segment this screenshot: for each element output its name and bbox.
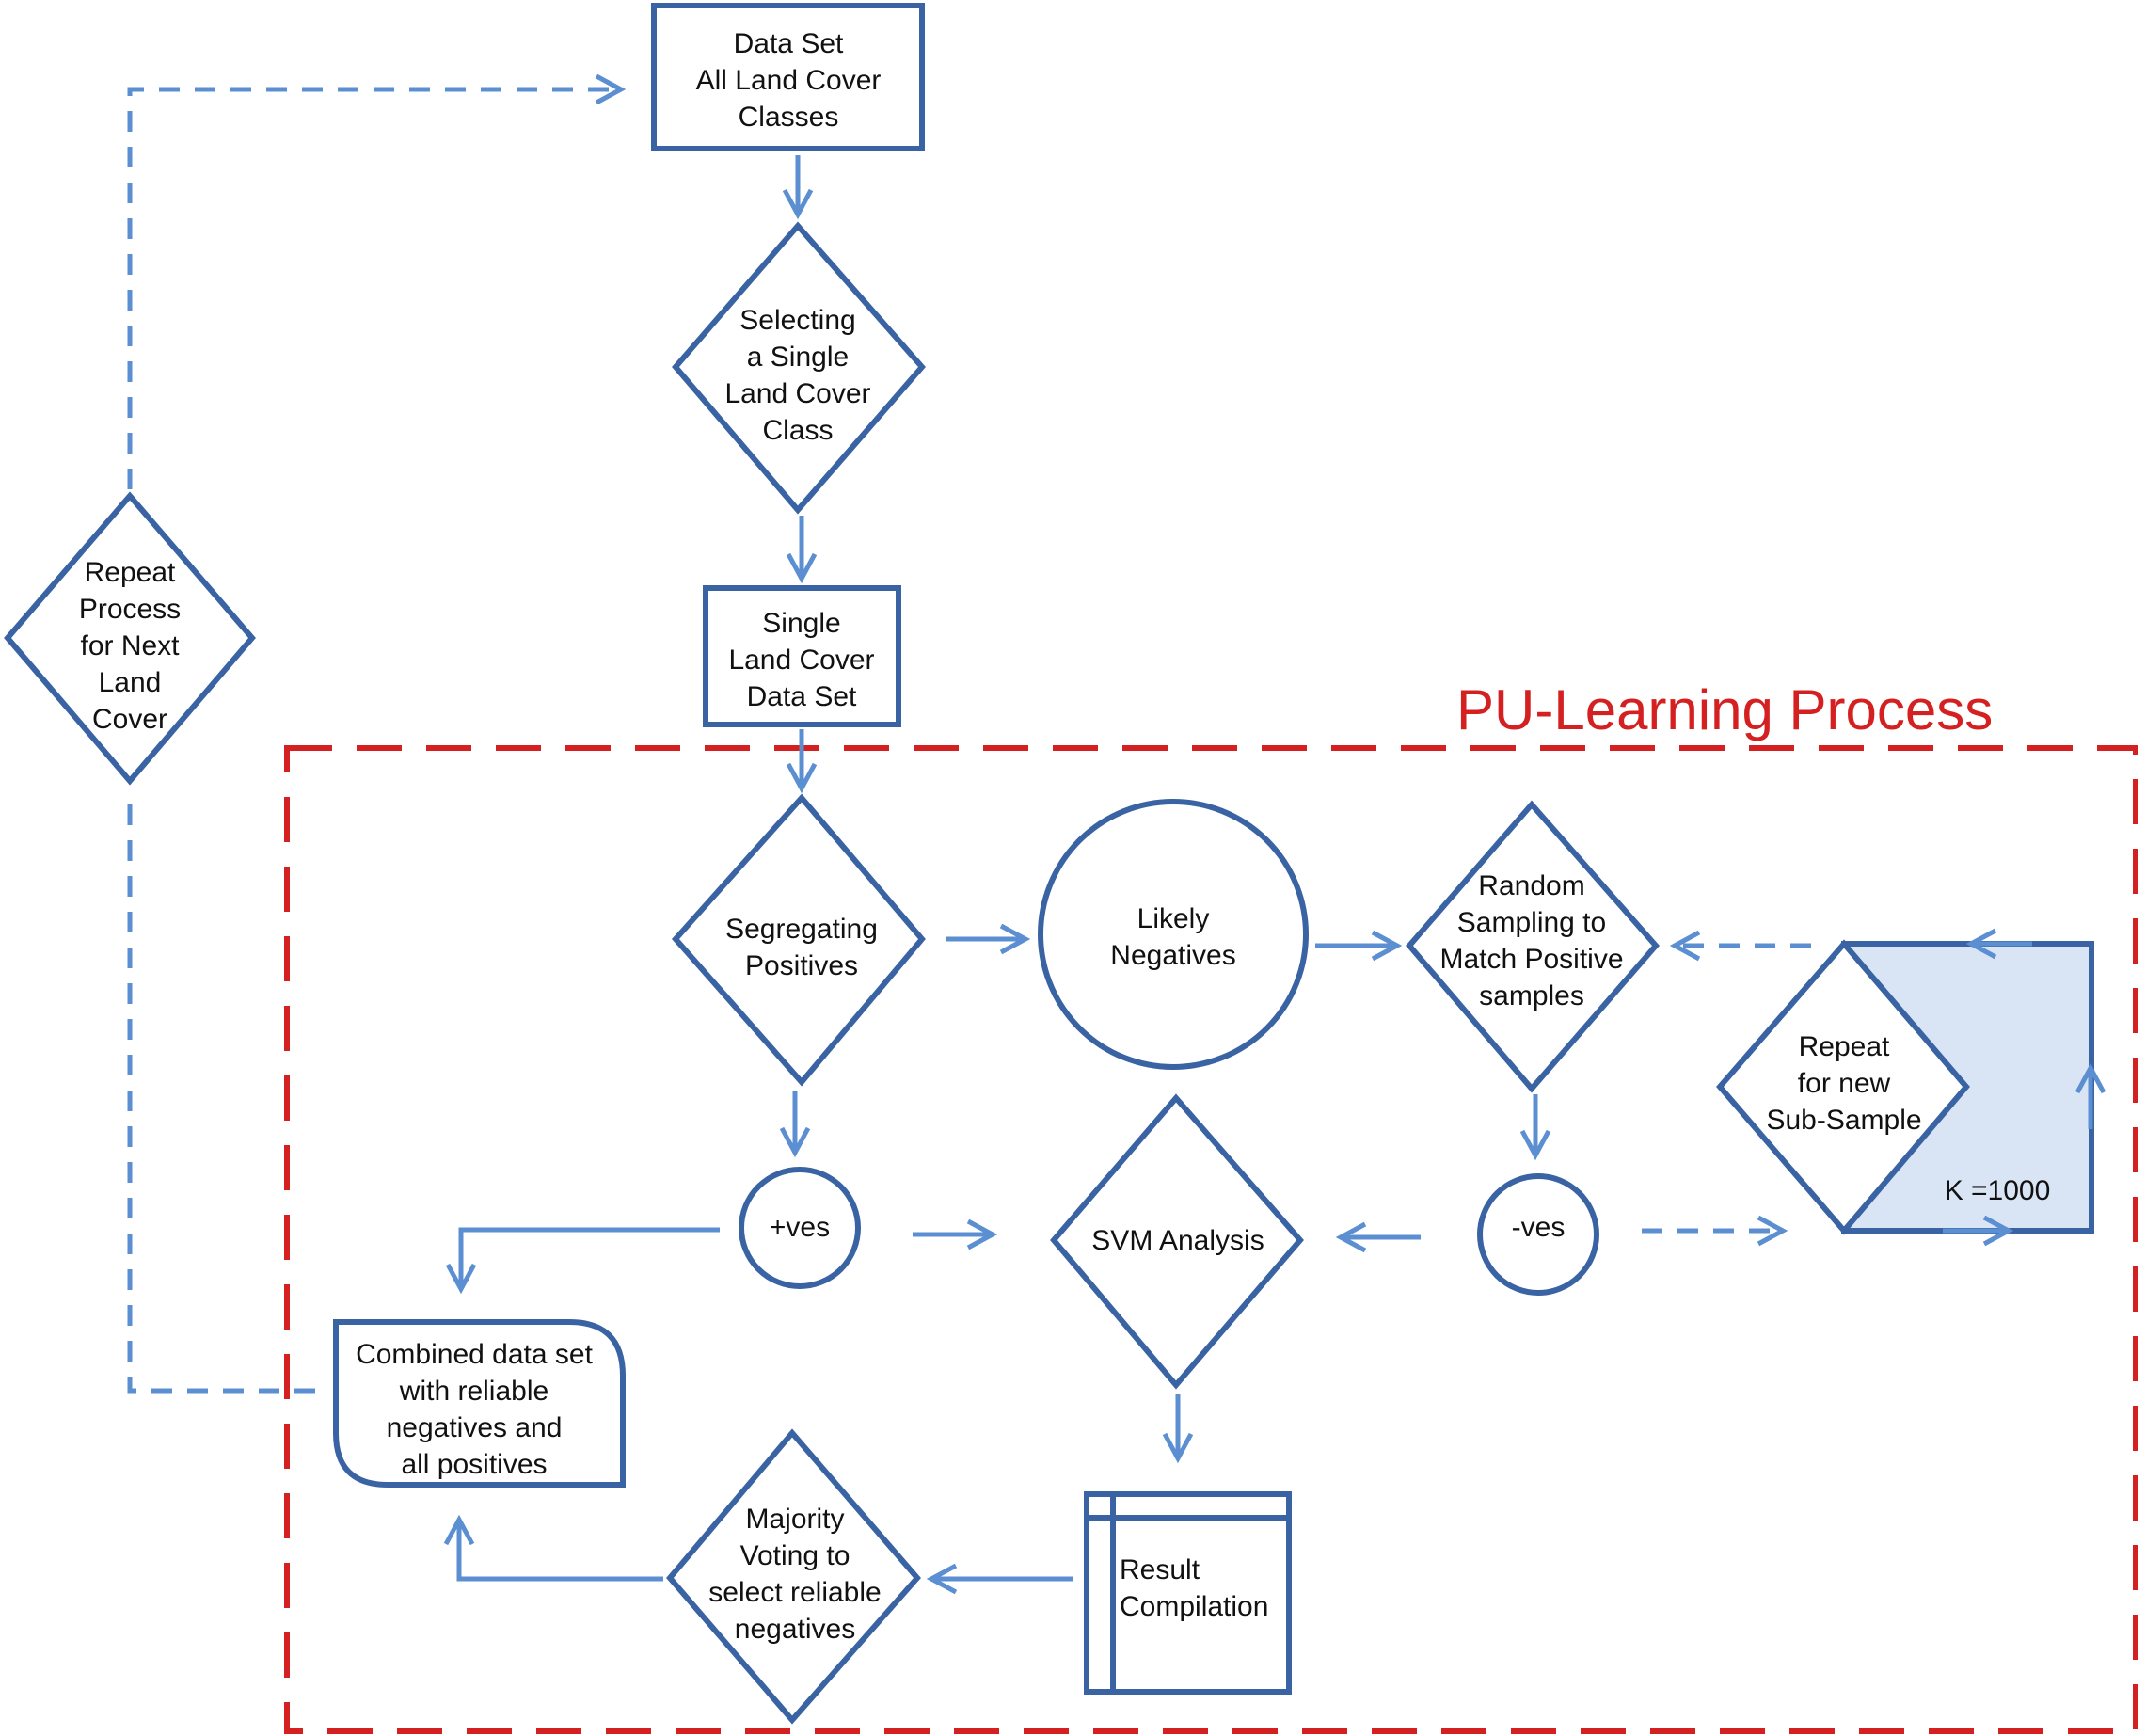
svg-text:for Next: for Next bbox=[80, 630, 180, 661]
svg-text:Voting to: Voting to bbox=[740, 1540, 850, 1571]
svg-text:Random: Random bbox=[1478, 870, 1584, 901]
dataset-all-node: Data Set All Land Cover Classes bbox=[651, 3, 925, 151]
svg-text:Single: Single bbox=[762, 608, 840, 639]
frame-title: PU-Learning Process bbox=[1456, 678, 1993, 741]
svm-analysis-node: SVM Analysis bbox=[1050, 1093, 1304, 1390]
svg-text:Class: Class bbox=[762, 415, 833, 446]
svg-text:Repeat: Repeat bbox=[85, 557, 176, 588]
k-value-label: K =1000 bbox=[1945, 1175, 2051, 1206]
svg-text:Repeat: Repeat bbox=[1799, 1031, 1890, 1062]
arrow-majority-to-combined bbox=[443, 1514, 663, 1582]
majority-voting-node: Majority Voting to select reliable negat… bbox=[666, 1428, 921, 1725]
likely-negatives-node: Likely Negatives bbox=[1038, 799, 1309, 1070]
svg-text:select reliable: select reliable bbox=[708, 1577, 881, 1608]
svg-text:Majority: Majority bbox=[745, 1504, 844, 1535]
svg-text:negatives: negatives bbox=[735, 1614, 855, 1645]
svg-text:for new: for new bbox=[1798, 1068, 1891, 1099]
svg-text:Compilation: Compilation bbox=[1120, 1591, 1268, 1622]
svg-text:+ves: +ves bbox=[770, 1212, 830, 1243]
negatives-node: -ves bbox=[1477, 1173, 1599, 1296]
single-dataset-node: Single Land Cover Data Set bbox=[703, 585, 901, 727]
result-compilation-node: Result Compilation bbox=[1084, 1491, 1292, 1695]
pu-learning-frame bbox=[284, 745, 2138, 1734]
svg-text:Classes: Classes bbox=[739, 102, 839, 133]
svg-text:Segregating: Segregating bbox=[725, 914, 878, 945]
segregating-positives-node: Segregating Positives bbox=[671, 793, 926, 1087]
svg-text:Land Cover: Land Cover bbox=[728, 645, 874, 676]
svg-text:Land Cover: Land Cover bbox=[724, 378, 870, 409]
svg-text:Selecting: Selecting bbox=[739, 305, 855, 336]
svg-text:Likely: Likely bbox=[1137, 903, 1210, 934]
svg-text:Data Set: Data Set bbox=[747, 681, 857, 712]
svg-text:Land: Land bbox=[99, 667, 162, 698]
svg-text:samples: samples bbox=[1479, 980, 1584, 1011]
select-single-class-node: Selecting a Single Land Cover Class bbox=[672, 221, 926, 515]
svg-text:Sampling to: Sampling to bbox=[1457, 907, 1606, 938]
svg-text:Positives: Positives bbox=[745, 950, 858, 981]
svg-text:Combined data set: Combined data set bbox=[356, 1339, 593, 1370]
svg-text:Data Set: Data Set bbox=[734, 28, 844, 59]
arrow-combined-to-repeat bbox=[127, 790, 315, 1394]
svg-text:a Single: a Single bbox=[747, 342, 849, 373]
svg-text:SVM Analysis: SVM Analysis bbox=[1091, 1225, 1264, 1256]
svg-text:-ves: -ves bbox=[1512, 1212, 1566, 1243]
svg-text:all positives: all positives bbox=[401, 1449, 547, 1480]
svg-text:with reliable: with reliable bbox=[399, 1376, 548, 1407]
svg-text:Match Positive: Match Positive bbox=[1439, 944, 1623, 975]
arrow-repeat-to-dataset bbox=[127, 73, 627, 489]
positives-node: +ves bbox=[739, 1167, 861, 1289]
svg-text:negatives and: negatives and bbox=[387, 1412, 563, 1443]
svg-text:Negatives: Negatives bbox=[1110, 940, 1235, 971]
svg-text:Sub-Sample: Sub-Sample bbox=[1766, 1105, 1921, 1136]
combined-dataset-node: Combined data set with reliable negative… bbox=[333, 1319, 626, 1488]
svg-text:Result: Result bbox=[1120, 1554, 1200, 1585]
repeat-subsample-node: Repeat for new Sub-Sample K =1000 bbox=[1716, 939, 2094, 1235]
random-sampling-node: Random Sampling to Match Positive sample… bbox=[1406, 800, 1660, 1093]
svg-text:All Land Cover: All Land Cover bbox=[696, 65, 882, 96]
arrow-pos-to-combined bbox=[445, 1227, 720, 1295]
repeat-next-class-node: Repeat Process for Next Land Cover bbox=[4, 491, 256, 786]
svg-text:Cover: Cover bbox=[92, 704, 167, 735]
svg-text:Process: Process bbox=[79, 594, 181, 625]
